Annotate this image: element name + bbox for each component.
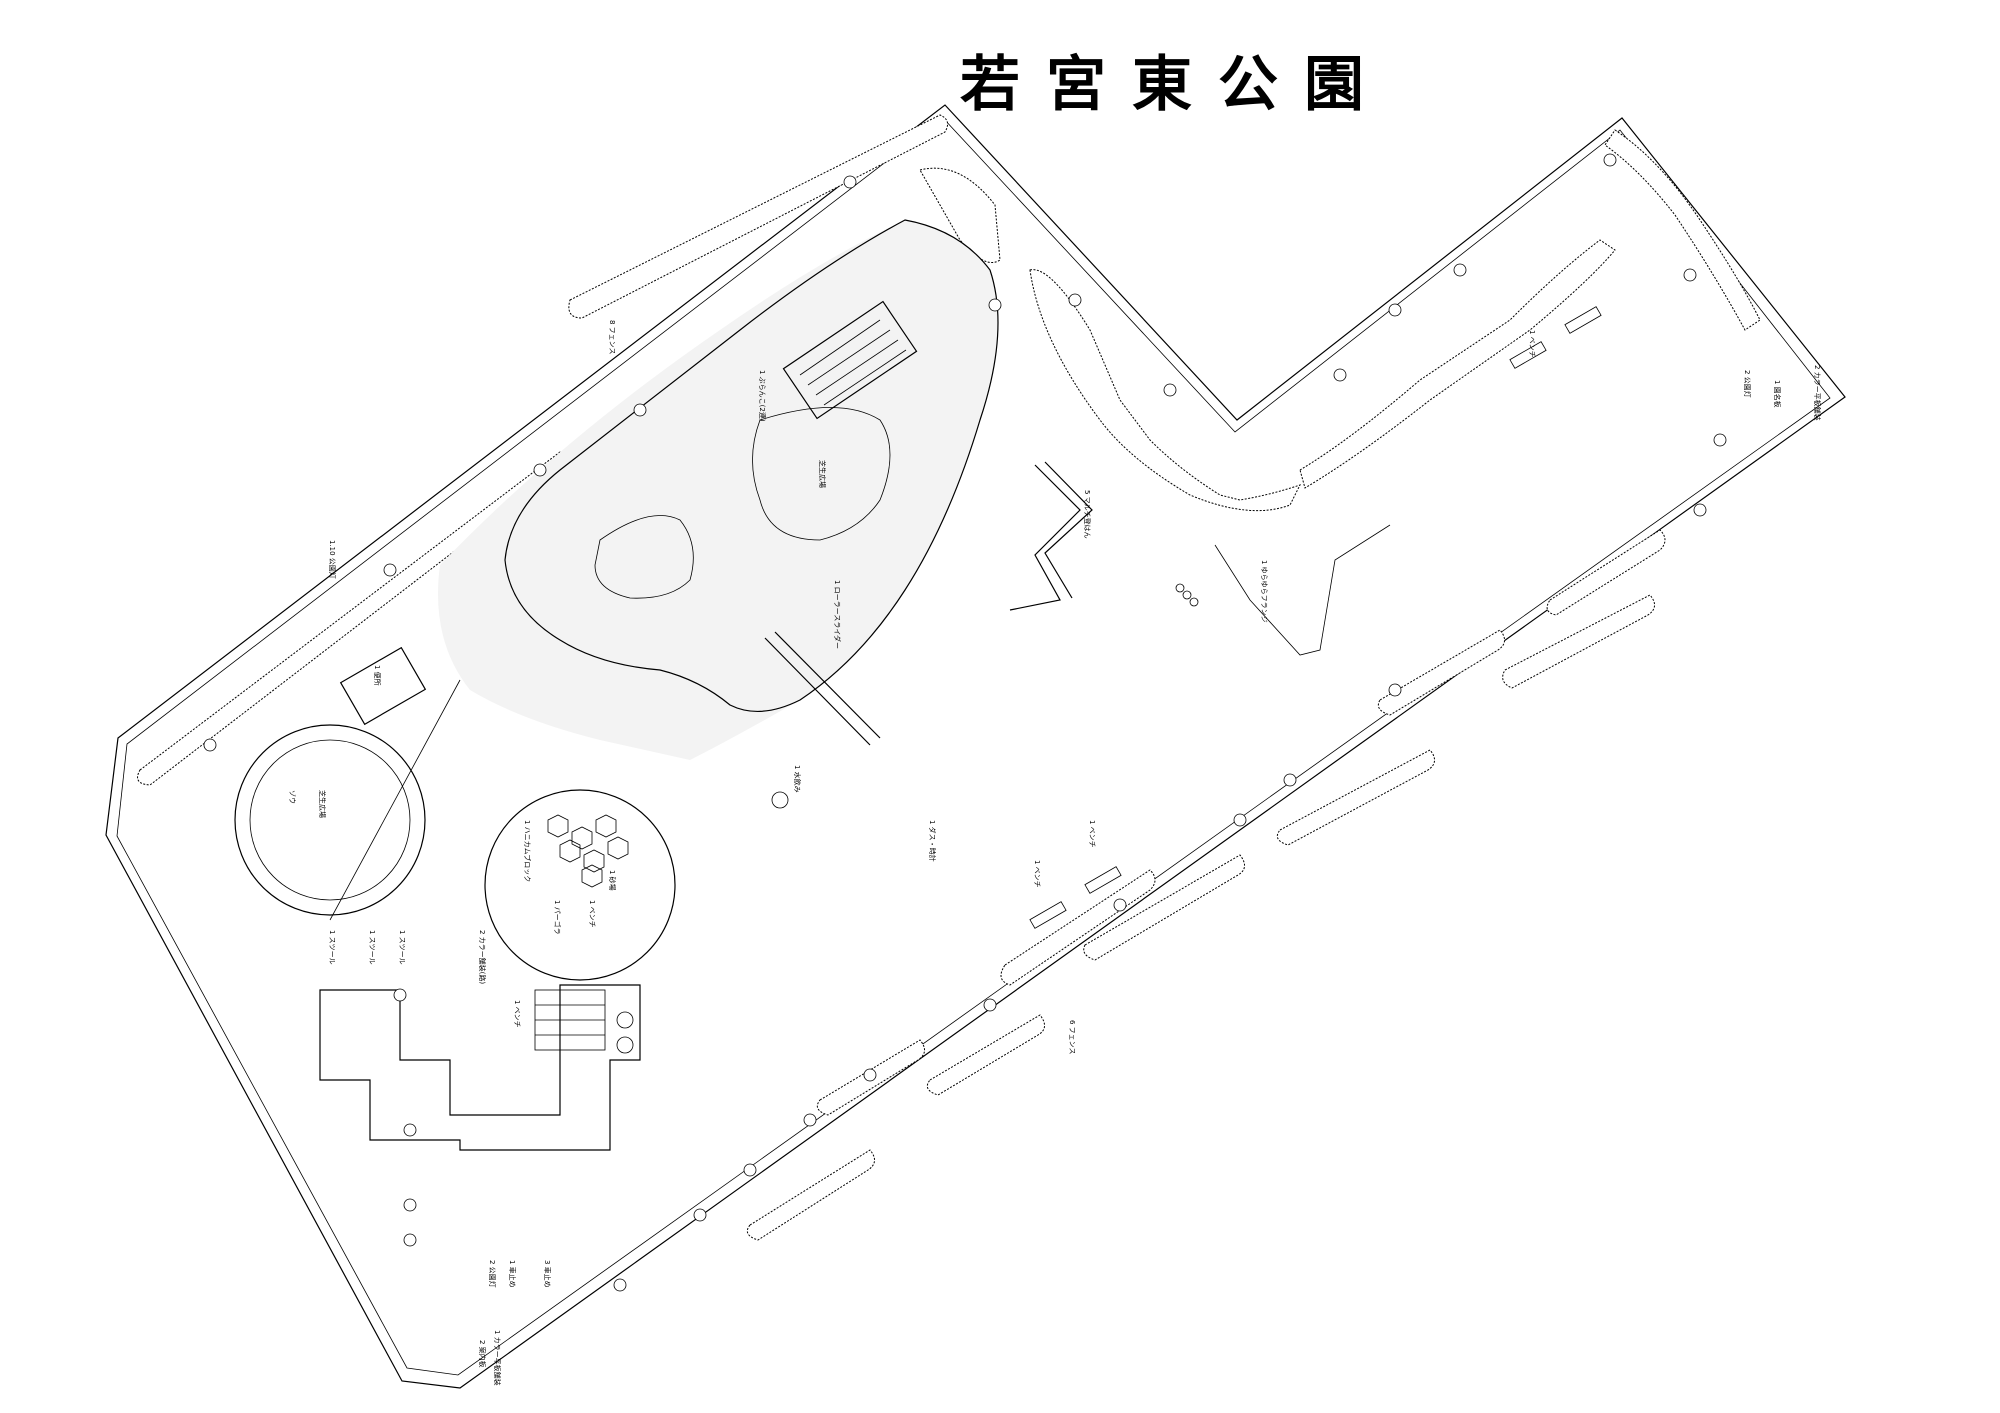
main-field [438, 219, 999, 760]
plaza-paving [319, 984, 641, 1151]
label-color-paving-sw: 1 カラー平板舗装 [493, 1330, 502, 1386]
label-park-light: 2 公園灯 [488, 1260, 497, 1288]
label-fence-s: 6 フェンス [1068, 1020, 1076, 1055]
label-honeycomb: 1 ハニカムブロック [523, 820, 532, 882]
trees [203, 153, 1727, 1292]
label-entrance-ne: 1 園名板 [1773, 380, 1782, 408]
label-swing: 1 ぶらんこ(2連) [758, 370, 767, 422]
site-boundary [105, 104, 1846, 1389]
wave-bridge [1175, 524, 1391, 656]
label-multi-climb: 5 マルチ登はん [1083, 490, 1092, 539]
label-roller-slide: 1 ローラースライダー [833, 580, 842, 649]
multi-climb [1009, 461, 1093, 611]
honeycomb-circle [484, 789, 676, 981]
label-light-ne: 2 公園灯 [1743, 370, 1752, 398]
label-bench-b: 1 ベンチ [1088, 820, 1096, 848]
label-bench-a: 1 ベンチ [1033, 860, 1041, 888]
benches [1029, 306, 1602, 929]
label-drinking: 1 水飲み [793, 765, 802, 793]
label-pergola: 1 パーゴラ [553, 900, 562, 935]
label-stool-1: 1 スツール [328, 930, 336, 965]
zou-circle [234, 679, 461, 921]
label-fence-w: 8 フェンス [608, 320, 616, 355]
label-park-sign: 1.10 公園灯 [328, 540, 337, 579]
park-title: 若宮東公園 [960, 50, 1390, 120]
label-gate: 1 車止め [508, 1260, 517, 1288]
label-toilet: 1 便所 [373, 665, 382, 686]
west-planting [137, 114, 949, 786]
plan-labels: 8 フェンス 1.10 公園灯 1 ぶらんこ(2連) 芝生広場 1 ローラースラ… [288, 320, 1822, 1386]
label-bench-ne: 1 ベンチ [1528, 330, 1536, 358]
label-stool-3: 1 スツール [398, 930, 406, 965]
label-bench-d: 1 ベンチ [513, 1000, 521, 1028]
label-circle: 芝生広場 [318, 790, 327, 818]
label-stool-2: 1 スツール [368, 930, 376, 965]
label-zou: ゾウ [288, 790, 296, 804]
label-kuruma: 2 カラー舗装(路) [478, 930, 487, 984]
swing [782, 300, 918, 420]
toilet-building [339, 646, 427, 726]
label-lawn: 芝生広場 [818, 460, 827, 488]
label-bollard: 3 車止め [543, 1260, 552, 1288]
label-sandbox: 1 砂場 [608, 870, 617, 891]
east-planting [746, 529, 1666, 1241]
label-wave-bridge: 1 ゆらゆらフランジ [1260, 560, 1268, 623]
label-shelter: 1 ダス・時計 [928, 820, 937, 862]
honeycomb-blocks [547, 814, 629, 888]
label-info-board: 2 案内板 [478, 1340, 487, 1368]
label-bench-c: 1 ベンチ [588, 900, 596, 928]
label-color-paving-ne: 2 カラー平板舗装 [1813, 365, 1822, 421]
roller-slide [764, 631, 881, 746]
ne-planting [919, 129, 1761, 512]
